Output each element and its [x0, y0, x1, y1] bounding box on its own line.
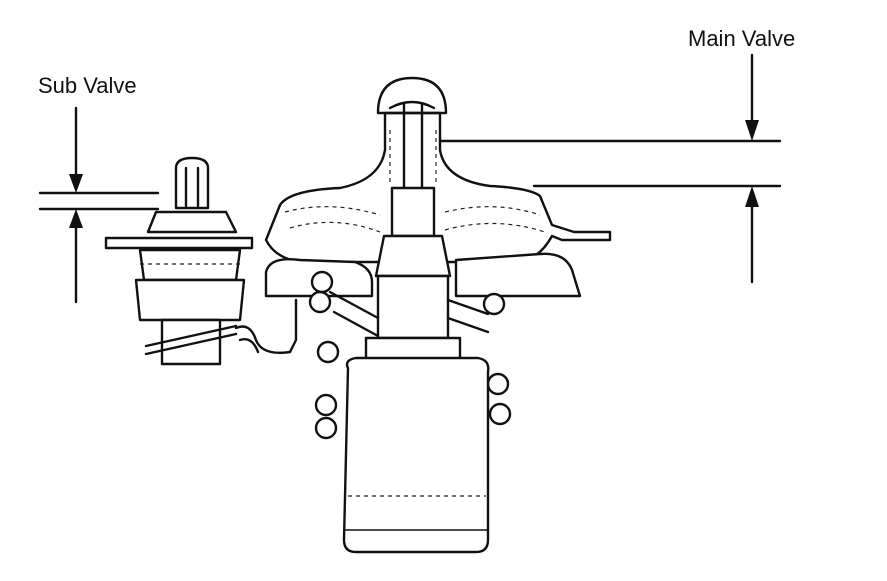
main-valve-dimension — [438, 53, 782, 284]
sub-valve-dimension — [38, 106, 160, 304]
plunger-middle — [376, 274, 450, 340]
solenoid-body — [342, 356, 490, 554]
sub-valve-lower — [134, 278, 246, 322]
sub-valve-middle — [138, 248, 242, 282]
coil-wire-4 — [446, 316, 490, 334]
connecting-tube-inner — [238, 338, 260, 354]
coil-wire-2 — [332, 310, 380, 338]
coil-wire-1 — [328, 290, 380, 320]
chamber-dash-1 — [284, 206, 381, 216]
chamber-dash-3 — [444, 206, 541, 216]
sub-valve-label: Sub Valve — [38, 73, 137, 98]
coil-r3 — [488, 402, 512, 426]
plunger-top — [390, 186, 436, 238]
sub-valve-link-2 — [144, 332, 238, 356]
coil-l2 — [308, 290, 332, 314]
sub-valve-link-1 — [144, 324, 238, 348]
coil-r1 — [482, 292, 506, 316]
main-valve-up-arrow-icon — [745, 186, 759, 207]
sub-valve-down-arrow-icon — [69, 174, 83, 193]
coil-l3 — [316, 340, 340, 364]
valve-cap-inner — [388, 100, 436, 110]
sub-valve-base — [160, 318, 222, 366]
sub-valve-flange — [104, 236, 254, 250]
connecting-tube-outer — [234, 298, 298, 354]
right-lever-arm — [454, 252, 582, 298]
coil-wire-3 — [446, 298, 490, 316]
plunger-taper — [374, 234, 452, 278]
chamber-dash-2 — [289, 221, 381, 233]
sub-valve-upper-housing — [146, 210, 238, 234]
sub-valve-body — [104, 156, 298, 366]
chamber-dash-4 — [444, 222, 546, 233]
coil-l5 — [314, 416, 338, 440]
sub-valve-up-arrow-icon — [69, 209, 83, 228]
coil-l1 — [310, 270, 334, 294]
main-valve-label: Main Valve — [688, 26, 796, 51]
valve-cap-dome — [376, 76, 448, 115]
main-valve-body — [264, 76, 612, 554]
spring-coils — [308, 270, 512, 440]
sub-valve-nozzle — [174, 156, 210, 210]
main-valve-down-arrow-icon — [745, 120, 759, 141]
coil-r2 — [486, 372, 510, 396]
coil-l4 — [314, 393, 338, 417]
